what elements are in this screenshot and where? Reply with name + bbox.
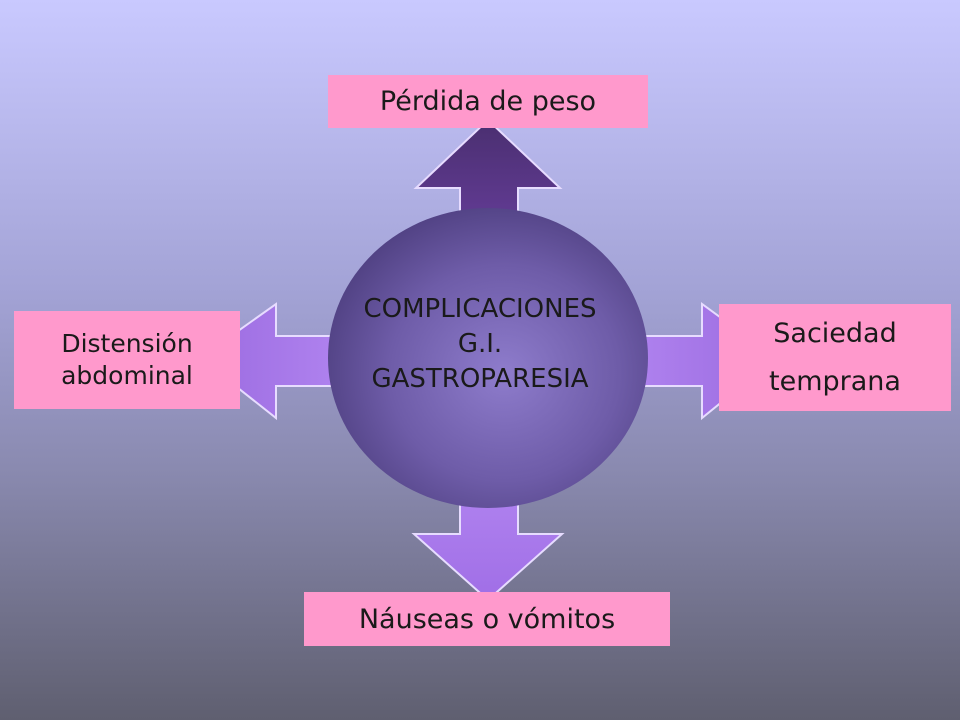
box-bottom-label: Náuseas o vómitos bbox=[358, 603, 616, 635]
box-perdida-de-peso: Pérdida de peso bbox=[328, 75, 648, 128]
center-circle bbox=[328, 208, 648, 508]
box-left-line-1: Distensión bbox=[61, 328, 193, 358]
box-distension-abdominal: Distensión abdominal bbox=[14, 311, 240, 409]
box-top-label: Pérdida de peso bbox=[379, 86, 597, 117]
box-left-line-2: abdominal bbox=[61, 361, 193, 390]
box-nauseas-o-vomitos: Náuseas o vómitos bbox=[304, 592, 670, 646]
center-line-3: GASTROPARESIA bbox=[371, 364, 589, 395]
center-line-1: COMPLICACIONES bbox=[363, 294, 597, 324]
center-line-2: G.I. bbox=[457, 329, 503, 360]
box-right-line-2: temprana bbox=[769, 365, 901, 397]
box-saciedad-temprana: Saciedad temprana bbox=[719, 304, 951, 411]
center-label: COMPLICACIONES G.I. GASTROPARESIA bbox=[330, 292, 630, 397]
box-right-line-1: Saciedad bbox=[773, 318, 897, 350]
